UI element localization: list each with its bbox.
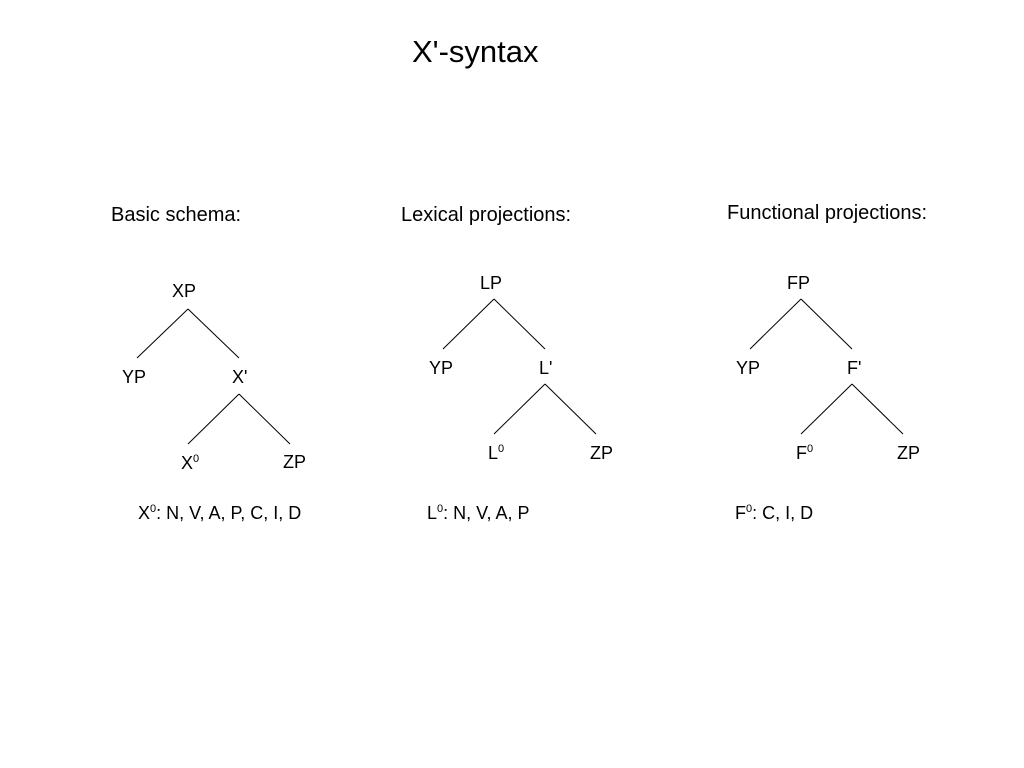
functional-specifier-node: YP	[736, 358, 761, 378]
lexical-edge-bar-head	[493, 383, 546, 435]
basic-specifier-node: YP	[122, 367, 147, 387]
lexical-edge-root-spec	[442, 298, 495, 350]
lexical-root-node: LP	[480, 273, 503, 293]
basic-edge-root-bar	[187, 308, 240, 359]
basic-edge-bar-comp	[238, 393, 291, 445]
basic-schema-heading: Basic schema:	[111, 204, 242, 226]
functional-edge-root-bar	[800, 298, 853, 350]
functional-edge-bar-comp	[851, 383, 904, 435]
lexical-projections-heading: Lexical projections:	[401, 204, 572, 226]
basic-bar-node: X'	[232, 367, 248, 387]
basic-edge-root-spec	[136, 308, 189, 359]
lexical-head-caption: L0: N, V, A, P	[427, 503, 530, 523]
functional-root-node: FP	[787, 273, 811, 293]
functional-edge-bar-head	[800, 383, 853, 435]
basic-root-node: XP	[172, 281, 197, 301]
lexical-edge-root-bar	[493, 298, 546, 350]
lexical-complement-node: ZP	[590, 443, 614, 463]
basic-edge-bar-head	[187, 393, 240, 445]
page-title: X'-syntax	[412, 34, 539, 69]
basic-complement-node: ZP	[283, 452, 307, 472]
lexical-specifier-node: YP	[429, 358, 454, 378]
basic-head-node: X0	[181, 453, 200, 473]
functional-head-node: F0	[796, 443, 814, 463]
basic-head-caption: X0: N, V, A, P, C, I, D	[138, 503, 302, 523]
lexical-bar-node: L'	[539, 358, 553, 378]
functional-head-caption: F0: C, I, D	[735, 503, 814, 523]
lexical-edge-bar-comp	[544, 383, 597, 435]
lexical-head-node: L0	[488, 443, 505, 463]
functional-bar-node: F'	[847, 358, 862, 378]
functional-edge-root-spec	[749, 298, 802, 350]
functional-complement-node: ZP	[897, 443, 921, 463]
functional-projections-heading: Functional projections:	[727, 202, 928, 224]
